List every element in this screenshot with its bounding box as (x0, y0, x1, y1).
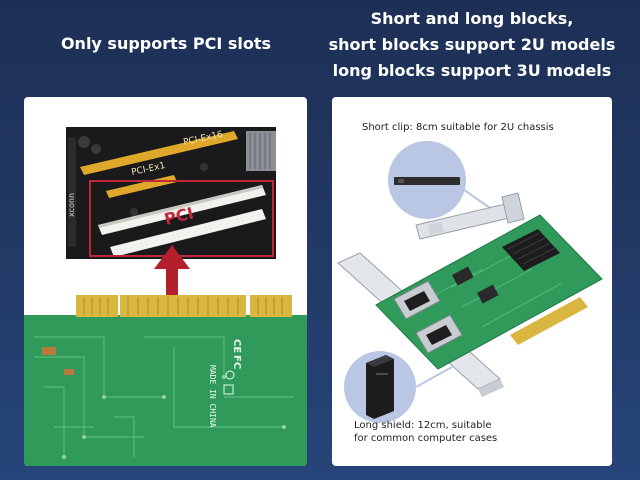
red-up-arrow-icon (154, 245, 190, 297)
pci-slot-illustration: xconn PCI-Ex16 PCI-Ex1 PCI (24, 127, 307, 466)
nic-card-illustration (337, 177, 603, 419)
short-clip-caption: Short clip: 8cm suitable for 2U chassis (362, 122, 554, 133)
long-shield-caption: Long shield: 12cm, suitable for common c… (354, 419, 594, 445)
left-heading: Only supports PCI slots (60, 34, 272, 53)
right-heading: Short and long blocks, short blocks supp… (326, 6, 618, 84)
short-bracket (415, 192, 525, 240)
long-shield-caption-line-2: for common computer cases (354, 433, 498, 444)
rj45-port-icon (393, 280, 463, 354)
nic-card (375, 214, 603, 370)
rohs-circle-icon (225, 370, 235, 380)
fc-mark: FC (231, 355, 242, 369)
heatsink-icon (502, 229, 560, 271)
svg-text:xconn: xconn (67, 193, 76, 217)
right-heading-line-1: Short and long blocks, (370, 9, 574, 28)
weee-bin-icon (223, 384, 234, 395)
motherboard-photo: xconn (66, 127, 276, 259)
pci-slot-panel: xconn PCI-Ex16 PCI-Ex1 PCI (24, 97, 307, 466)
right-heading-line-2: short blocks support 2U models (328, 35, 616, 54)
made-in-china-mark: MADE IN CHINA (208, 365, 217, 428)
bracket-panel: Short clip: 8cm suitable for 2U chassis (332, 97, 612, 466)
pci-card-edge (24, 295, 307, 466)
long-shield-caption-line-1: Long shield: 12cm, suitable (354, 420, 492, 431)
pc-tower-icon (366, 355, 394, 419)
ce-mark: CE (231, 339, 242, 353)
low-profile-bracket-icon (394, 177, 460, 185)
right-heading-line-3: long blocks support 3U models (332, 61, 612, 80)
